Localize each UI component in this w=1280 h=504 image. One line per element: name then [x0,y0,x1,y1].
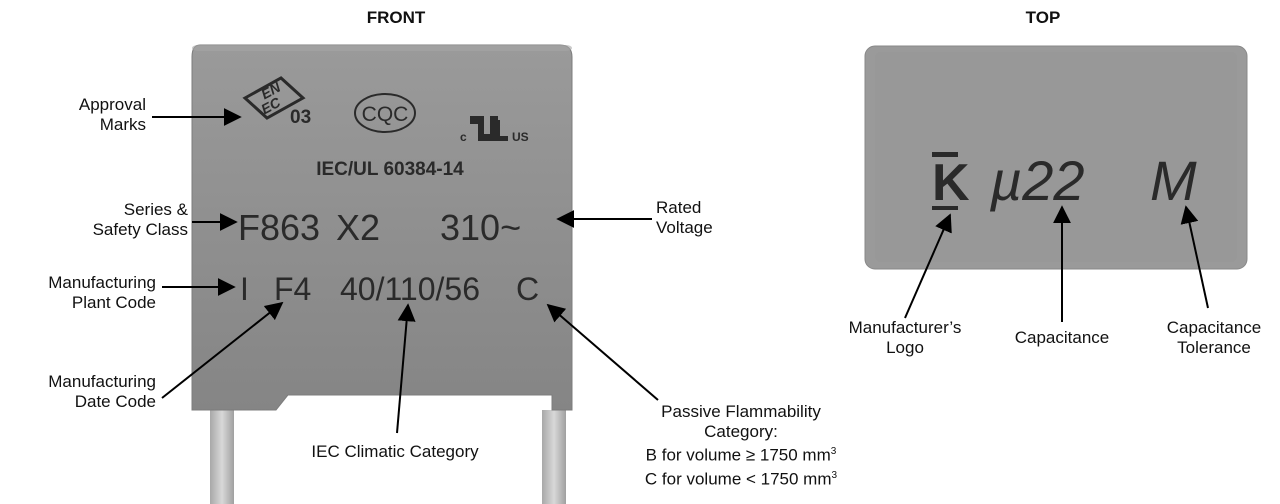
climatic-category-label: IEC Climatic Category [311,442,479,461]
capacitance-label: Capacitance [1014,328,1110,347]
front-heading: FRONT [366,8,426,27]
lead-left [210,410,234,504]
voltage-text: 310~ [440,207,521,248]
series-text: F863 [238,207,320,248]
ul-c: c [460,130,467,144]
capacitance-text: µ22 [989,149,1085,212]
plant-code-text: I [240,271,249,307]
lead-right [542,410,566,504]
standard-text: IEC/UL 60384-14 [316,159,464,180]
enec-number: 03 [290,107,311,128]
logo-overbar [932,152,958,157]
cqc-mark-icon [354,93,416,133]
logo-underbar [932,206,958,210]
ul-mark-icon [470,116,508,141]
cqc-text: CQC [362,103,409,126]
flammability-label: Passive Flammability Category: B for vol… [644,402,838,489]
ul-us: US [512,130,529,144]
logo-k: K [932,154,970,212]
flammability-text: C [516,271,539,307]
climatic-text: 40/110/56 [340,271,480,307]
date-code-text: F4 [274,271,311,307]
series-safety-class-label: Series &Safety Class [92,200,188,239]
top-heading: TOP [1025,8,1061,27]
safety-class-text: X2 [336,207,380,248]
tolerance-text: M [1150,149,1197,212]
